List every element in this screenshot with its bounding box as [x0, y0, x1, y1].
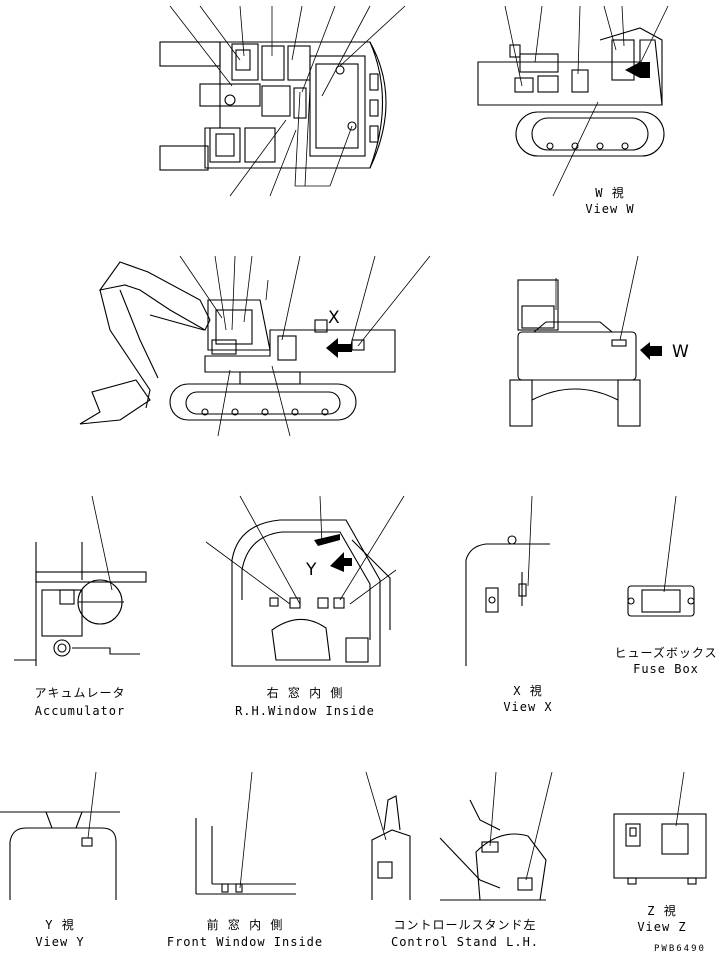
rear-view	[509, 255, 662, 427]
caption-rh-window-jp: 右 窓 内 側	[266, 686, 344, 700]
view-z	[613, 771, 707, 885]
caption-accumulator-en: Accumulator	[34, 704, 126, 718]
caption-fuse-box-jp: ヒューズボックス	[614, 646, 718, 660]
caption-view-z-jp: Z 視	[647, 904, 677, 918]
drawing-code: PWB6490	[654, 944, 706, 954]
side-view-w-upper	[477, 5, 669, 197]
caption-front-window-en: Front Window Inside	[166, 935, 324, 949]
caption-view-x-en: View X	[503, 700, 553, 714]
control-stand-view	[365, 771, 553, 901]
left-side-view	[79, 255, 431, 437]
caption-view-y-en: View Y	[35, 935, 85, 949]
caption-accumulator-jp: アキュムレータ	[34, 686, 126, 700]
caption-fuse-box-en: Fuse Box	[633, 662, 699, 676]
rh-window-view	[205, 495, 405, 667]
view-letter-w: W	[672, 342, 689, 362]
top-plan-view	[159, 5, 406, 197]
view-x	[465, 495, 550, 666]
caption-view-x-jp: X 視	[513, 684, 543, 698]
view-letter-y: Y	[306, 560, 317, 580]
caption-control-stand-jp: コントロールスタンド左	[393, 918, 537, 932]
front-window-view	[195, 771, 296, 895]
caption-rh-window-en: R.H.Window Inside	[235, 704, 375, 718]
view-letter-x: X	[328, 308, 340, 328]
caption-control-stand-en: Control Stand L.H.	[390, 935, 540, 949]
view-y	[0, 771, 120, 900]
caption-view-w-jp: W 視	[595, 186, 625, 200]
caption-view-y-jp: Y 視	[45, 918, 75, 932]
caption-view-z-en: View Z	[637, 920, 687, 934]
fuse-box-view	[627, 495, 695, 617]
caption-front-window-jp: 前 窓 内 側	[206, 918, 284, 932]
caption-view-w-en: View W	[585, 202, 635, 216]
accumulator-view	[14, 495, 147, 666]
